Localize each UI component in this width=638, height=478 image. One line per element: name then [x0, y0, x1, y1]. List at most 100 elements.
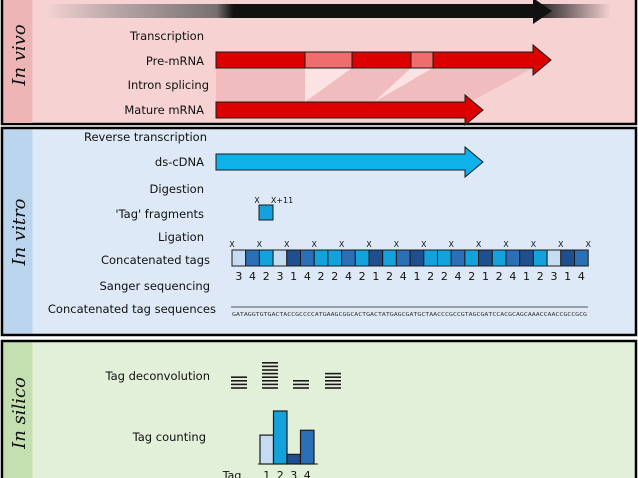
- concatenated-tag-number: 2: [263, 270, 270, 283]
- concatenated-tag-number: 2: [359, 270, 366, 283]
- concatenated-tag-number: 2: [468, 270, 475, 283]
- concatenated-tag-number: 3: [276, 270, 283, 283]
- panel-in-silico: In silico Tag deconvolution Tag counting…: [0, 339, 638, 478]
- concatenated-tag-number: 2: [386, 270, 393, 283]
- panel-in-vivo-sidebar: [3, 0, 33, 123]
- concatenated-tag-26: [574, 249, 589, 267]
- tag-count-tick-label: 2: [277, 469, 284, 478]
- concatenated-tag-9: [341, 249, 356, 267]
- label-concatenated-tags: Concatenated tags: [101, 253, 210, 267]
- ds-cdna-arrow: [215, 145, 484, 179]
- concatenated-tag-number: 4: [345, 270, 352, 283]
- concatenated-tag-number: 4: [578, 270, 585, 283]
- label-mature-mrna: Mature mRNA: [124, 103, 204, 117]
- concatenated-tag-15: [423, 249, 438, 267]
- concatenated-tag-number: 2: [537, 270, 544, 283]
- concatenated-tag-7: [313, 249, 329, 267]
- concatenated-tag-17: [450, 249, 466, 267]
- ligation-x-mark: X: [366, 240, 372, 249]
- ligation-x-mark: X: [339, 240, 345, 249]
- splice-shadow-3: [305, 68, 411, 102]
- ligation-x-mark: X: [503, 240, 509, 249]
- concatenated-tag-number: 4: [400, 270, 407, 283]
- concatenated-tag-number: 2: [427, 270, 434, 283]
- concatenated-tag-number: 2: [441, 270, 448, 283]
- ligation-x-mark: X: [394, 240, 400, 249]
- concatenated-tag-18: [464, 249, 480, 267]
- concatenated-tag-6: [300, 249, 315, 267]
- concatenated-tag-21: [505, 249, 521, 267]
- deconvolution-group-1: [231, 376, 247, 389]
- tag-count-bar-2: [272, 410, 288, 465]
- splice-shadow-5: [374, 68, 533, 102]
- panel-in-silico-sidebar: [3, 342, 33, 478]
- label-ds-cdna: ds-cDNA: [155, 155, 204, 169]
- label-tag-counting: Tag counting: [132, 430, 206, 444]
- concatenated-tag-25: [560, 249, 575, 267]
- tag-count-tick-label: 4: [304, 469, 311, 478]
- deconvolution-group-2: [262, 361, 278, 389]
- tag-count-tick-label: 1: [263, 469, 270, 478]
- concatenated-tag-1: [231, 249, 247, 267]
- panel-in-vitro: In vitro Reverse transcription ds-cDNA D…: [0, 126, 638, 337]
- concatenated-tag-12: [382, 249, 397, 267]
- pre-mrna-exon-2: [351, 51, 412, 69]
- tag-count-bar-1: [259, 434, 275, 465]
- pre-mrna-intron-2: [410, 51, 434, 69]
- pre-mrna-exon-1: [215, 51, 306, 69]
- ligation-x-mark: X: [284, 240, 290, 249]
- label-concatenated-tag-sequences: Concatenated tag sequences: [48, 302, 216, 316]
- concatenated-tag-number: 3: [235, 270, 242, 283]
- concatenated-tag-11: [368, 249, 384, 267]
- panel-in-silico-bg: [0, 339, 638, 478]
- concatenated-tag-19: [478, 249, 493, 267]
- gene-strand: [48, 4, 610, 18]
- concatenated-sequence-text: GATAGGTGTGACTACCGCCCCATGAAGCGGCACTGACTAT…: [232, 312, 587, 318]
- label-transcription: Transcription: [129, 29, 204, 43]
- concatenated-tags-strip: [231, 249, 589, 267]
- deconvolution-group-3: [293, 379, 309, 389]
- concatenated-tag-number: 1: [372, 270, 379, 283]
- concatenated-tag-20: [491, 249, 507, 267]
- gene-arrow-head: [533, 0, 552, 24]
- concatenated-tag-5: [286, 249, 301, 267]
- concatenated-tag-number: 4: [304, 270, 311, 283]
- concatenated-tag-number: 1: [564, 270, 571, 283]
- label-intron-splicing: Intron splicing: [128, 78, 209, 92]
- concatenated-tag-16: [437, 249, 452, 267]
- mature-mrna-arrow: [215, 93, 484, 127]
- tag-count-tick-label: 3: [290, 469, 297, 478]
- concatenated-tag-3: [258, 249, 274, 267]
- concatenated-tag-23: [532, 249, 548, 267]
- concatenated-tag-8: [327, 249, 343, 267]
- concatenated-tag-13: [395, 249, 411, 267]
- ligation-x-mark: X: [448, 240, 454, 249]
- concatenated-tag-number: 3: [550, 270, 557, 283]
- label-pre-mrna: Pre-mRNA: [146, 54, 204, 68]
- panel-in-silico-title: In silico: [9, 377, 30, 450]
- tag-count-bar-3: [286, 453, 302, 465]
- panel-in-vivo: In vivo Transcription Pre-mRNA Intron sp…: [0, 0, 638, 127]
- ligation-x-mark: X: [558, 240, 564, 249]
- concatenated-tag-2: [245, 249, 260, 267]
- concatenated-tag-22: [519, 249, 534, 267]
- deconvolution-group-4: [325, 372, 341, 389]
- concatenated-tag-number: 4: [509, 270, 516, 283]
- panel-in-vitro-title: In vitro: [9, 198, 30, 266]
- label-ligation: Ligation: [158, 230, 204, 244]
- concatenated-tag-4: [272, 249, 288, 267]
- pre-mrna-intron-1: [304, 51, 353, 69]
- pre-mrna-exon-3-arrow: [432, 43, 552, 77]
- ligation-x-mark: X: [531, 240, 537, 249]
- cut-mark-x: X: [254, 196, 260, 205]
- tag-fragment: [258, 204, 274, 221]
- label-tag-deconvolution: Tag deconvolution: [105, 369, 211, 383]
- panel-in-vivo-title: In vivo: [9, 24, 30, 87]
- ligation-x-mark: X: [229, 240, 235, 249]
- label-sanger-sequencing: Sanger sequencing: [99, 279, 210, 293]
- concatenated-tag-number: 4: [455, 270, 462, 283]
